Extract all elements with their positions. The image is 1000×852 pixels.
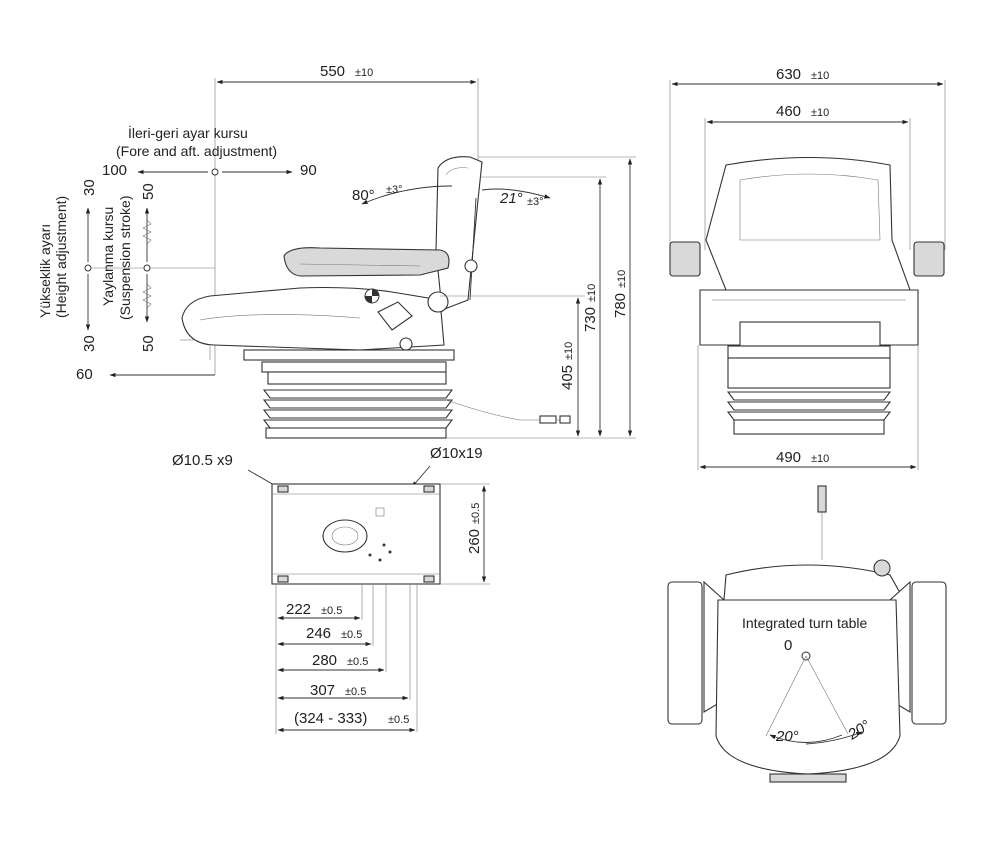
seat-front-drawing bbox=[669, 156, 945, 435]
turn-right-arc bbox=[805, 731, 863, 745]
suspension-label-tr: Yaylanma kursu bbox=[100, 207, 116, 306]
d222-tol: ±0.5 bbox=[321, 605, 342, 617]
w630-label: 630 bbox=[776, 66, 801, 83]
d-range-tol: ±0.5 bbox=[388, 714, 409, 726]
d222-label: 222 bbox=[286, 601, 311, 618]
turn-left-arc bbox=[769, 734, 843, 743]
h260-label: 260 bbox=[466, 529, 483, 554]
h730-label: 730 bbox=[582, 307, 599, 332]
fore-aft-label-en: (Fore and aft. adjustment) bbox=[116, 143, 277, 159]
top-view: Integrated turn table 0 20° 20° bbox=[667, 485, 947, 783]
h260-tol: ±0.5 bbox=[470, 503, 482, 524]
offset-60-label: 60 bbox=[76, 366, 93, 383]
height-label-en: (Height adjustment) bbox=[53, 196, 69, 318]
recline-angle: 21° bbox=[499, 190, 523, 207]
fore-aft-label-tr: İleri-geri ayar kursu bbox=[128, 124, 248, 141]
spring-top-icon bbox=[142, 219, 152, 245]
w630-tol: ±10 bbox=[811, 70, 829, 82]
fore-aft-max: 90 bbox=[300, 162, 317, 179]
hole-a-label: Ø10.5 x9 bbox=[172, 452, 233, 469]
height-top-value: 30 bbox=[81, 179, 98, 196]
h780-tol: ±10 bbox=[616, 270, 628, 288]
height-bottom-value: 30 bbox=[81, 335, 98, 352]
base-plate-view: Ø10.5 x9 Ø10x19 260 ±0.5 222 ±0.5 246 bbox=[172, 445, 490, 734]
backrest-angle: 80° bbox=[352, 187, 375, 204]
suspension-label-en: (Suspension stroke) bbox=[117, 195, 133, 320]
recline-angle-arc bbox=[481, 188, 551, 199]
w490-tol: ±10 bbox=[811, 453, 829, 465]
d-range-label: (324 - 333) bbox=[294, 710, 367, 727]
h405-tol: ±10 bbox=[563, 342, 575, 360]
height-label-tr: Yükseklik ayarı bbox=[37, 224, 53, 318]
seat-side-drawing bbox=[180, 156, 571, 439]
seat-top-drawing bbox=[667, 485, 947, 783]
side-view: 550 ±10 İleri-geri ayar kursu (Fore and … bbox=[37, 63, 636, 439]
width-550-tol: ±10 bbox=[355, 67, 373, 79]
turn-table-label: Integrated turn table bbox=[742, 615, 868, 631]
h730-tol: ±10 bbox=[586, 284, 598, 302]
h780-label: 780 bbox=[612, 293, 629, 318]
d246-label: 246 bbox=[306, 625, 331, 642]
fore-aft-min: 100 bbox=[102, 162, 127, 179]
backrest-angle-arc bbox=[361, 185, 453, 205]
spring-bottom-icon bbox=[142, 283, 152, 309]
recline-angle-tol: ±3° bbox=[527, 196, 544, 208]
suspension-top-value: 50 bbox=[140, 183, 157, 200]
h405-label: 405 bbox=[559, 365, 576, 390]
d280-tol: ±0.5 bbox=[347, 656, 368, 668]
d307-tol: ±0.5 bbox=[345, 686, 366, 698]
hole-b-label: Ø10x19 bbox=[430, 445, 483, 462]
front-view: 630 ±10 460 ±10 490 ±10 bbox=[669, 66, 946, 470]
d246-tol: ±0.5 bbox=[341, 629, 362, 641]
turn-zero-label: 0 bbox=[784, 637, 792, 654]
width-550-label: 550 bbox=[320, 63, 345, 80]
turn-left-angle: 20° bbox=[775, 728, 799, 745]
d307-label: 307 bbox=[310, 682, 335, 699]
d280-label: 280 bbox=[312, 652, 337, 669]
backrest-angle-tol: ±3° bbox=[386, 184, 403, 196]
w460-tol: ±10 bbox=[811, 107, 829, 119]
suspension-bottom-value: 50 bbox=[140, 335, 157, 352]
w460-label: 460 bbox=[776, 103, 801, 120]
w490-label: 490 bbox=[776, 449, 801, 466]
